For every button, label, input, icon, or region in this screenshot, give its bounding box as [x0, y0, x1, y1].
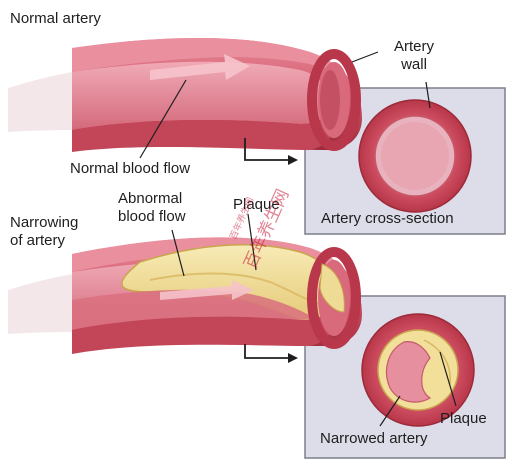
label-artery-cross-section: Artery cross-section — [321, 210, 454, 227]
narrowed-cross-section — [361, 313, 475, 427]
label-plaque-top: Plaque — [233, 196, 280, 213]
label-plaque-cross: Plaque — [440, 410, 487, 427]
connector-arrowhead-top — [288, 155, 298, 165]
label-narrowing-of-artery: Narrowing of artery — [10, 214, 79, 249]
label-narrowed-artery: Narrowed artery — [320, 430, 428, 447]
connector-arrows — [244, 138, 290, 359]
leader-lines — [139, 51, 457, 427]
connector-arrowhead-bottom — [288, 353, 298, 363]
normal-artery-tube — [8, 37, 362, 152]
label-normal-blood-flow: Normal blood flow — [70, 160, 191, 177]
label-artery-wall: Artery wall — [393, 38, 434, 73]
narrowed-artery-tube — [8, 237, 362, 354]
normal-cross-section — [358, 99, 472, 213]
label-normal-artery: Normal artery — [10, 10, 101, 27]
label-abnormal-blood-flow: Abnormal blood flow — [118, 190, 186, 225]
